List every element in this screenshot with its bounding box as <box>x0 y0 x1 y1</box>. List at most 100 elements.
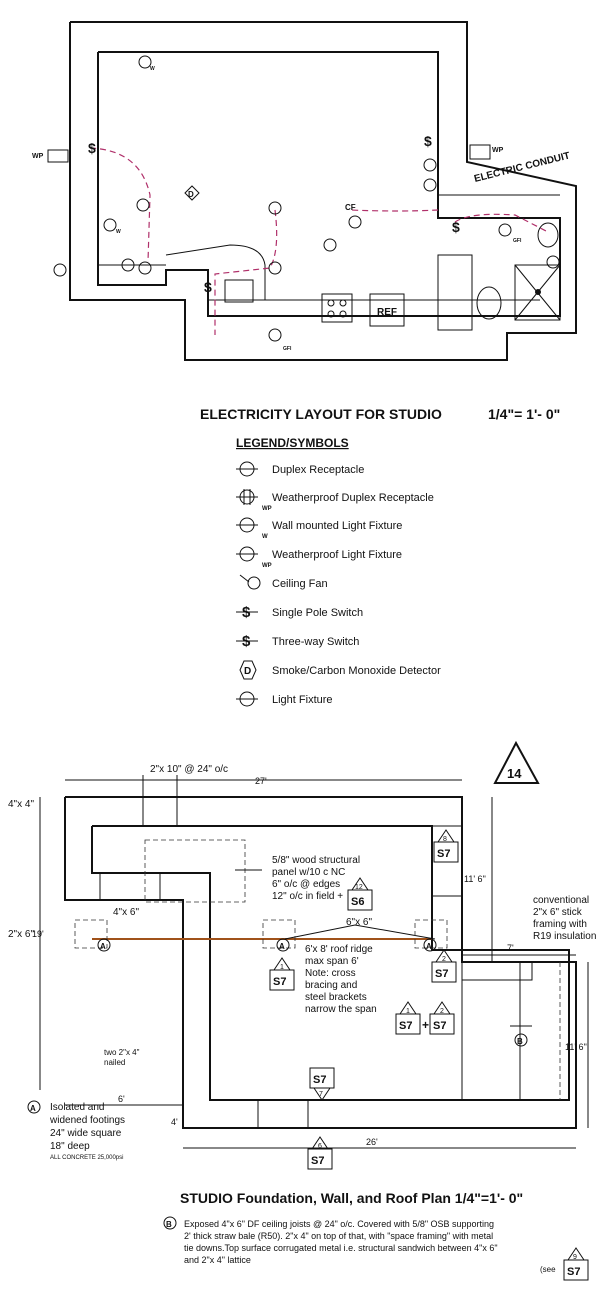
wall-panel <box>99 872 161 901</box>
tag-box <box>269 969 295 991</box>
tag-box <box>563 1259 589 1281</box>
shower-drain <box>535 289 541 295</box>
footing-a-label: A <box>100 942 106 951</box>
tag-arrow <box>313 1087 331 1101</box>
note-b-line: 2' thick straw bale (R50). 2"x 4" on top… <box>184 1231 493 1241</box>
note-a-line: Isolated and <box>50 1102 105 1113</box>
tag-label: S7 <box>433 1020 446 1032</box>
section-tag-s7-9: 9 S7 <box>563 1247 589 1281</box>
dim-offset-v: 4' <box>171 1117 178 1127</box>
legend-item-weatherproof-light: WP Weatherproof Light Fixture <box>236 546 402 569</box>
tag-box <box>431 961 457 983</box>
foundation-plan: 14 A A A B 27' <box>8 740 596 1170</box>
legend-label: Light Fixture <box>272 694 333 706</box>
tag-box <box>433 841 459 863</box>
panel-note-line: 12" o/c in field + <box>272 891 343 902</box>
post-top-label: 4"x 4" <box>8 799 34 810</box>
footing-a-box <box>262 919 296 949</box>
footing-a-icon <box>97 938 111 952</box>
section-tag-s6-12: 12 S6 <box>347 877 373 911</box>
legend-item-wall-light: W Wall mounted Light Fixture <box>236 517 402 540</box>
detector-label: D <box>244 666 251 677</box>
footing-b-label: B <box>517 1037 523 1046</box>
tag-label: S7 <box>311 1155 324 1167</box>
bath-counter <box>437 254 473 331</box>
wall-light-icon <box>103 218 117 232</box>
single-pole-switch-icon: $ <box>452 219 460 235</box>
conventional-note-line: framing with <box>533 919 587 930</box>
dim-top: 27' <box>255 776 267 786</box>
symbol-line <box>239 574 250 583</box>
w-label: W <box>150 66 155 72</box>
weatherproof-receptacle-icon <box>53 263 67 277</box>
panel-note-line: 5/8" wood structural <box>272 855 360 866</box>
joists-label: 2"x 10" @ 24" o/c <box>150 764 228 775</box>
tag-label: S7 <box>567 1266 580 1278</box>
wp-label: WP <box>262 506 272 512</box>
gfi-label: GFI <box>283 346 292 352</box>
footing-b-icon <box>514 1033 528 1047</box>
detector-symbol-icon <box>184 185 200 201</box>
note-b-line: and 2"x 4" lattice <box>184 1255 251 1265</box>
dim-right-upper: 11' 6" <box>464 874 486 884</box>
beam-label: 4"x 6" <box>113 907 139 918</box>
footing-a-box <box>74 919 108 949</box>
sheet-number-triangle <box>493 740 540 784</box>
duplex-receptacle-icon <box>138 55 152 69</box>
tag-box <box>347 889 373 911</box>
shower <box>514 264 561 321</box>
wall-panel <box>461 961 533 981</box>
ridge-note-line: steel brackets <box>305 992 367 1003</box>
legend-label: Weatherproof Light Fixture <box>272 549 402 561</box>
kitchen-counter <box>165 244 266 300</box>
weatherproof-light-icon <box>47 149 69 163</box>
footing-a-icon <box>276 938 290 952</box>
legend-label: Smoke/Carbon Monoxide Detector <box>272 665 441 677</box>
ceiling-fan-icon <box>247 576 261 590</box>
section-tag-s7-1a: 1 S7 <box>269 957 295 991</box>
legend-item-smoke-detector: D Smoke/Carbon Monoxide Detector <box>239 660 441 680</box>
tag-number: 9 <box>573 1254 577 1261</box>
legend-item-ceiling-fan: Ceiling Fan <box>239 574 328 590</box>
section-tag-s7-2a: 2 S7 <box>431 949 457 983</box>
tag-label: S6 <box>351 896 364 908</box>
refrigerator <box>369 293 405 327</box>
tag-box <box>395 1013 421 1035</box>
note-b-line: tie downs.Top surface corrugated metal i… <box>184 1243 498 1253</box>
tag-number: 2 <box>442 956 446 963</box>
weatherproof-light-icon <box>469 144 491 160</box>
footing-a-box <box>414 919 448 949</box>
section-tag-s7-1b: 1 S7 <box>395 1001 421 1035</box>
post-left-label: 2"x 6" <box>8 929 34 940</box>
legend-label: Three-way Switch <box>272 636 359 648</box>
ridge-note-line: narrow the span <box>305 1004 377 1015</box>
legend-label: Single Pole Switch <box>272 607 363 619</box>
circuit-line <box>454 213 549 233</box>
electric-conduit-label: ELECTRIC CONDUIT <box>473 150 571 184</box>
legend-label: Duplex Receptacle <box>272 464 364 476</box>
beam2-label: 6"x 6" <box>346 917 372 928</box>
footing-a-label: A <box>426 942 432 951</box>
detector-label: D <box>188 190 194 199</box>
nailed-note-line: nailed <box>104 1058 125 1067</box>
three-way-switch-icon: $ <box>88 140 96 156</box>
legend-label: Wall mounted Light Fixture <box>272 520 402 532</box>
note-a-line: widened footings <box>49 1115 125 1126</box>
legend-title: LEGEND/SYMBOLS <box>236 436 349 450</box>
detector-symbol-icon <box>239 660 257 680</box>
legend-item-weatherproof-duplex: WP Weatherproof Duplex Receptacle <box>236 489 434 512</box>
ridge-note-line: Note: cross <box>305 968 356 979</box>
tag-number: 8 <box>443 836 447 843</box>
outer-wall <box>69 21 577 361</box>
wall-panel <box>257 1099 309 1129</box>
footing-b-label: B <box>166 1220 172 1229</box>
plus-sign: + <box>422 1018 429 1032</box>
electric-floor-plan: REF $ $ $ $ D CF WP <box>32 21 577 361</box>
inner-wall <box>97 51 561 317</box>
note-b-line: Exposed 4"x 6" DF ceiling joists @ 24" o… <box>184 1219 494 1229</box>
cf-label: CF <box>345 203 356 212</box>
burner <box>327 310 335 318</box>
wall-panel <box>519 961 570 1101</box>
note-a-line: 18" deep <box>50 1141 90 1152</box>
